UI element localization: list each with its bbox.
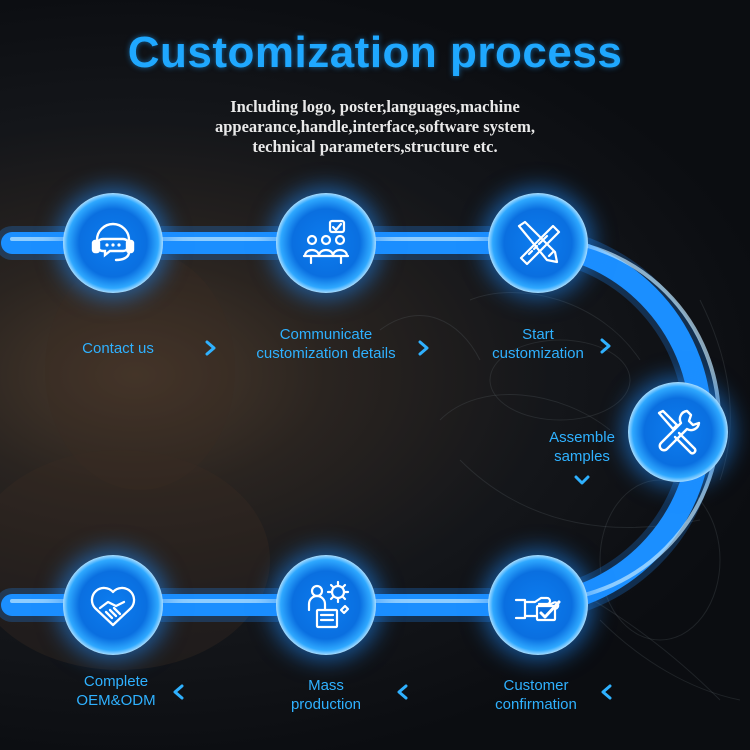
label-line: samples: [554, 448, 610, 465]
step-label-start: Start customization: [480, 325, 596, 363]
page-title: Customization process: [127, 28, 623, 77]
label-line: Customer: [503, 677, 569, 694]
label-line: customization details: [256, 345, 396, 362]
step-label-production: Mass production: [276, 676, 376, 714]
step-node-complete: [63, 555, 163, 655]
label-line: production: [290, 696, 362, 713]
step-label-assemble: Assemble samples: [536, 428, 628, 466]
chevron-right-icon: [600, 338, 611, 354]
headset-chat-icon: [91, 222, 135, 262]
chevron-left-icon: [173, 684, 184, 700]
label-line: Communicate: [279, 326, 373, 343]
chevron-left-icon: [601, 684, 612, 700]
label-line: Mass: [308, 677, 344, 694]
label-line: Contact us: [82, 340, 154, 357]
step-node-start: [488, 193, 588, 293]
chevron-left-icon: [397, 684, 408, 700]
step-node-assemble: [628, 382, 728, 482]
chevron-down-icon: [574, 475, 590, 485]
hand-check-icon: [514, 596, 561, 622]
worker-gear-icon: [307, 580, 350, 629]
label-line: Assemble: [549, 429, 615, 446]
subtitle-line: technical parameters,structure etc.: [252, 137, 498, 156]
label-line: Start: [522, 326, 554, 343]
label-line: OEM&ODM: [76, 692, 156, 709]
step-node-communicate: [276, 193, 376, 293]
chevron-right-icon: [205, 340, 216, 356]
label-line: Complete: [83, 673, 149, 690]
label-line: customization: [492, 345, 584, 362]
step-node-confirmation: [488, 555, 588, 655]
subtitle: Including logo, poster,languages,machine…: [0, 97, 750, 157]
meeting-icon: [302, 219, 350, 265]
heart-handshake-icon: [90, 586, 136, 627]
design-tools-icon: [517, 220, 561, 266]
step-node-contact: [63, 193, 163, 293]
step-label-contact: Contact us: [70, 339, 166, 358]
step-label-complete: Complete OEM&ODM: [66, 672, 166, 710]
subtitle-line: appearance,handle,interface,software sys…: [214, 117, 535, 136]
step-label-communicate: Communicate customization details: [240, 325, 412, 363]
screwdriver-wrench-icon: [657, 409, 701, 455]
step-node-production: [276, 555, 376, 655]
label-line: confirmation: [495, 696, 577, 713]
step-label-confirmation: Customer confirmation: [480, 676, 592, 714]
subtitle-line: Including logo, poster,languages,machine: [230, 97, 520, 116]
chevron-right-icon: [418, 340, 429, 356]
